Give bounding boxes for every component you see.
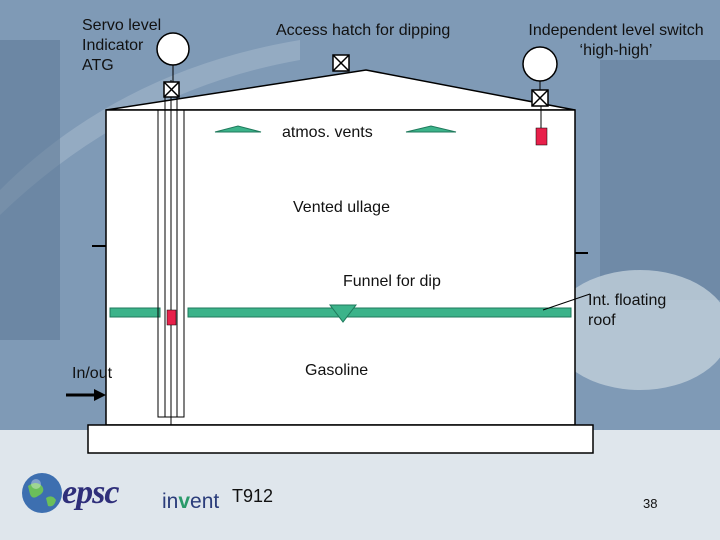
vent-icon (405, 125, 457, 133)
invent-logo: invent (162, 490, 220, 513)
vents-label: atmos. vents (282, 124, 373, 141)
floating-roof-left (109, 307, 161, 318)
level-gauge-icon (156, 32, 190, 66)
flow-arrow-icon (66, 389, 106, 401)
vent-icon (214, 125, 262, 133)
dip-funnel-icon (328, 304, 358, 323)
funnel-label: Funnel for dip (343, 273, 441, 290)
float-sensor (166, 309, 177, 326)
hatch-icon (163, 81, 180, 98)
roof-pointer (542, 293, 591, 311)
globe-logo-icon (22, 473, 62, 513)
hatch-icon (332, 54, 350, 72)
floating-roof-right (187, 307, 572, 318)
tank-foundation (87, 424, 594, 454)
hatch-icon (531, 89, 549, 107)
hatch-label: Access hatch for dipping (276, 22, 451, 39)
ullage-label: Vented ullage (293, 199, 390, 216)
gasoline-label: Gasoline (305, 362, 369, 379)
page-number: 38 (643, 496, 658, 511)
level-switch-label: Independent level switch ‘high-high’ (528, 22, 704, 59)
in-out-label: In/out (72, 365, 113, 382)
servo-gauge-label: Servo level Indicator ATG (82, 17, 162, 74)
epsc-logo: epsc (62, 474, 119, 511)
slide-code: T912 (232, 486, 274, 506)
floating-roof-label: Int. floating roof (588, 292, 667, 329)
high-high-sensor (535, 127, 548, 146)
